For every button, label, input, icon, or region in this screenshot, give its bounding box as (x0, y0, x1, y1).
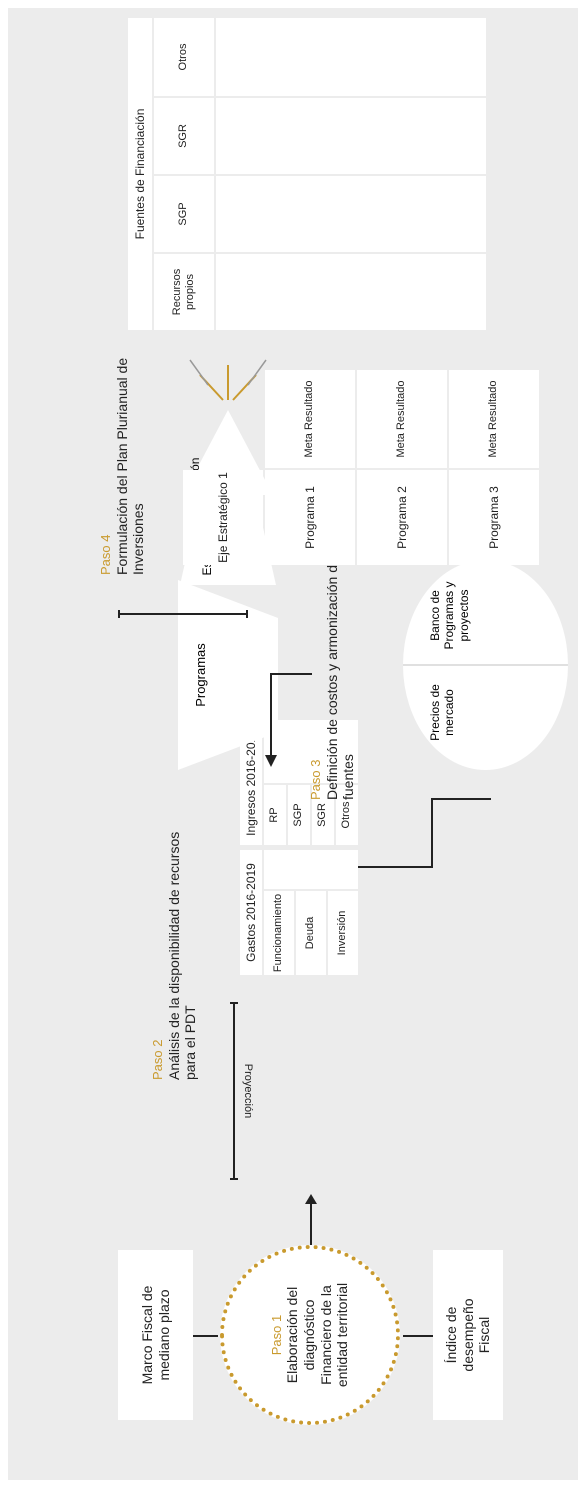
precios-mercado-label: Precios de mercado (428, 670, 457, 755)
step4-bracket-end-a (118, 610, 120, 618)
programa2-text: Programa 2 (394, 486, 409, 549)
meta-resultado-2: Meta Resultado (357, 370, 447, 468)
diagnostico-circle: Paso 1 Elaboración del diagnóstico Finan… (220, 1245, 400, 1425)
meta-resultado-1: Meta Resultado (265, 370, 355, 468)
funding-col-recursos: Recursos propios (154, 254, 214, 330)
funding-header-text: Fuentes de Financiación (132, 108, 147, 240)
funding-body-2 (216, 176, 486, 252)
income-col-rp: RP (264, 785, 286, 845)
funding-col-sgp: SGP (154, 176, 214, 252)
precios-mercado-text: Precios de mercado (428, 684, 457, 741)
funding-col-sgp-text: SGP (177, 202, 190, 226)
banco-programas-text: Banco de Programas y proyectos (428, 581, 471, 650)
paso4-label: Paso 4 (98, 534, 113, 575)
programas-label: Programas (193, 580, 208, 770)
paso2-label: Paso 2 (150, 1039, 165, 1080)
step3-heading: Paso 3 Definición de costos y armonizaci… (308, 530, 357, 800)
projection-text: Proyección (242, 1063, 254, 1119)
programa2-cell: Programa 2 (357, 470, 447, 565)
banco-programas-label: Banco de Programas y proyectos (428, 573, 471, 658)
programa3-text: Programa 3 (486, 486, 501, 549)
projection-label: Proyección (236, 1002, 254, 1180)
expense-col-deuda: Deuda (296, 891, 326, 975)
funding-body-3 (216, 98, 486, 174)
marco-fiscal-label: Marco Fiscal de mediano plazo (138, 1285, 172, 1385)
paso1-label: Paso 1 (268, 1314, 284, 1356)
expense-col-deuda-text: Deuda (304, 916, 317, 950)
income-col-sgp-text: SGP (292, 803, 305, 827)
recursos-circle: Banco de Programas y proyectos Precios d… (403, 560, 568, 770)
step4-heading: Paso 4 Formulación del Plan Plurianual d… (98, 315, 147, 575)
funding-col-otros: Otros (154, 18, 214, 96)
connector-left (193, 1335, 218, 1337)
meta-resultado-3-text: Meta Resultado (487, 380, 500, 458)
step1-arrow-head (305, 1194, 317, 1204)
programas-text: Programas (193, 643, 208, 707)
indice-desempeno-label: Índice de desempeño Fiscal (442, 1298, 493, 1372)
step3-arrow-line-h (270, 673, 272, 755)
step4-title: Formulación del Plan Plurianual de Inver… (113, 357, 147, 575)
income-col-sgr-text: SGR (316, 803, 329, 827)
funding-body-4 (216, 18, 486, 96)
expense-col-funcionamiento: Funcionamiento (264, 891, 294, 975)
expense-col-inversion: Inversión (328, 891, 358, 975)
marco-fiscal-box: Marco Fiscal de mediano plazo (118, 1250, 193, 1420)
funding-body-1 (216, 254, 486, 330)
funding-col-sgr-text: SGR (177, 124, 190, 148)
paso3-label: Paso 3 (308, 759, 323, 800)
step2-heading: Paso 2 Análisis de la disponibilidad de … (150, 820, 199, 1080)
funding-header: Fuentes de Financiación (128, 18, 152, 330)
step4-bracket (118, 613, 248, 615)
step3-arrow-line (270, 673, 312, 675)
expense-body (264, 850, 358, 889)
eje-estrategico-cell: Eje Estratégico 1 (183, 470, 263, 565)
meta-resultado-1-text: Meta Resultado (303, 380, 316, 458)
income-col-rp-text: RP (268, 807, 281, 823)
meta-resultado-3: Meta Resultado (449, 370, 539, 468)
diagnostico-text: Elaboración del diagnóstico Financiero d… (283, 1282, 351, 1388)
indice-desempeno-box: Índice de desempeño Fiscal (433, 1250, 503, 1420)
expense-header-text: Gastos 2016-2019 (243, 863, 258, 962)
step2-title: Análisis de la disponibilidad de recurso… (165, 831, 199, 1080)
funding-col-sgr: SGR (154, 98, 214, 174)
expense-col-funcionamiento-text: Funcionamiento (272, 893, 285, 973)
projection-bracket (233, 1002, 235, 1180)
step4-bracket-end-b (246, 610, 248, 618)
step2-connector-up (431, 798, 491, 800)
diagram-canvas: Marco Fiscal de mediano plazo Índice de … (8, 8, 578, 1480)
expense-header: Gastos 2016-2019 (240, 850, 262, 975)
income-col-sgp: SGP (288, 785, 310, 845)
step3-title: Definición de costos y armonización de f… (323, 557, 357, 800)
programa3-cell: Programa 3 (449, 470, 539, 565)
connector-right (403, 1335, 433, 1337)
circle-divider (403, 664, 568, 666)
meta-resultado-2-text: Meta Resultado (395, 380, 408, 458)
income-header-text: Ingresos 2016-2019 (243, 729, 258, 836)
step3-arrow-head (265, 755, 277, 767)
funding-col-otros-text: Otros (177, 43, 190, 71)
step2-connector-across (431, 798, 433, 868)
vision-rays (188, 345, 268, 405)
programa1-text: Programa 1 (302, 486, 317, 549)
step1-arrow-line (310, 1200, 312, 1245)
funding-col-recursos-text: Recursos propios (170, 268, 196, 316)
income-col-otros-text: Otros (340, 801, 353, 829)
eje-estrategico-text: Eje Estratégico 1 (215, 472, 230, 563)
ray-icon (189, 359, 267, 401)
programa1-cell: Programa 1 (265, 470, 355, 565)
step2-connector-down (358, 866, 433, 868)
expense-col-inversion-text: Inversión (336, 910, 349, 956)
